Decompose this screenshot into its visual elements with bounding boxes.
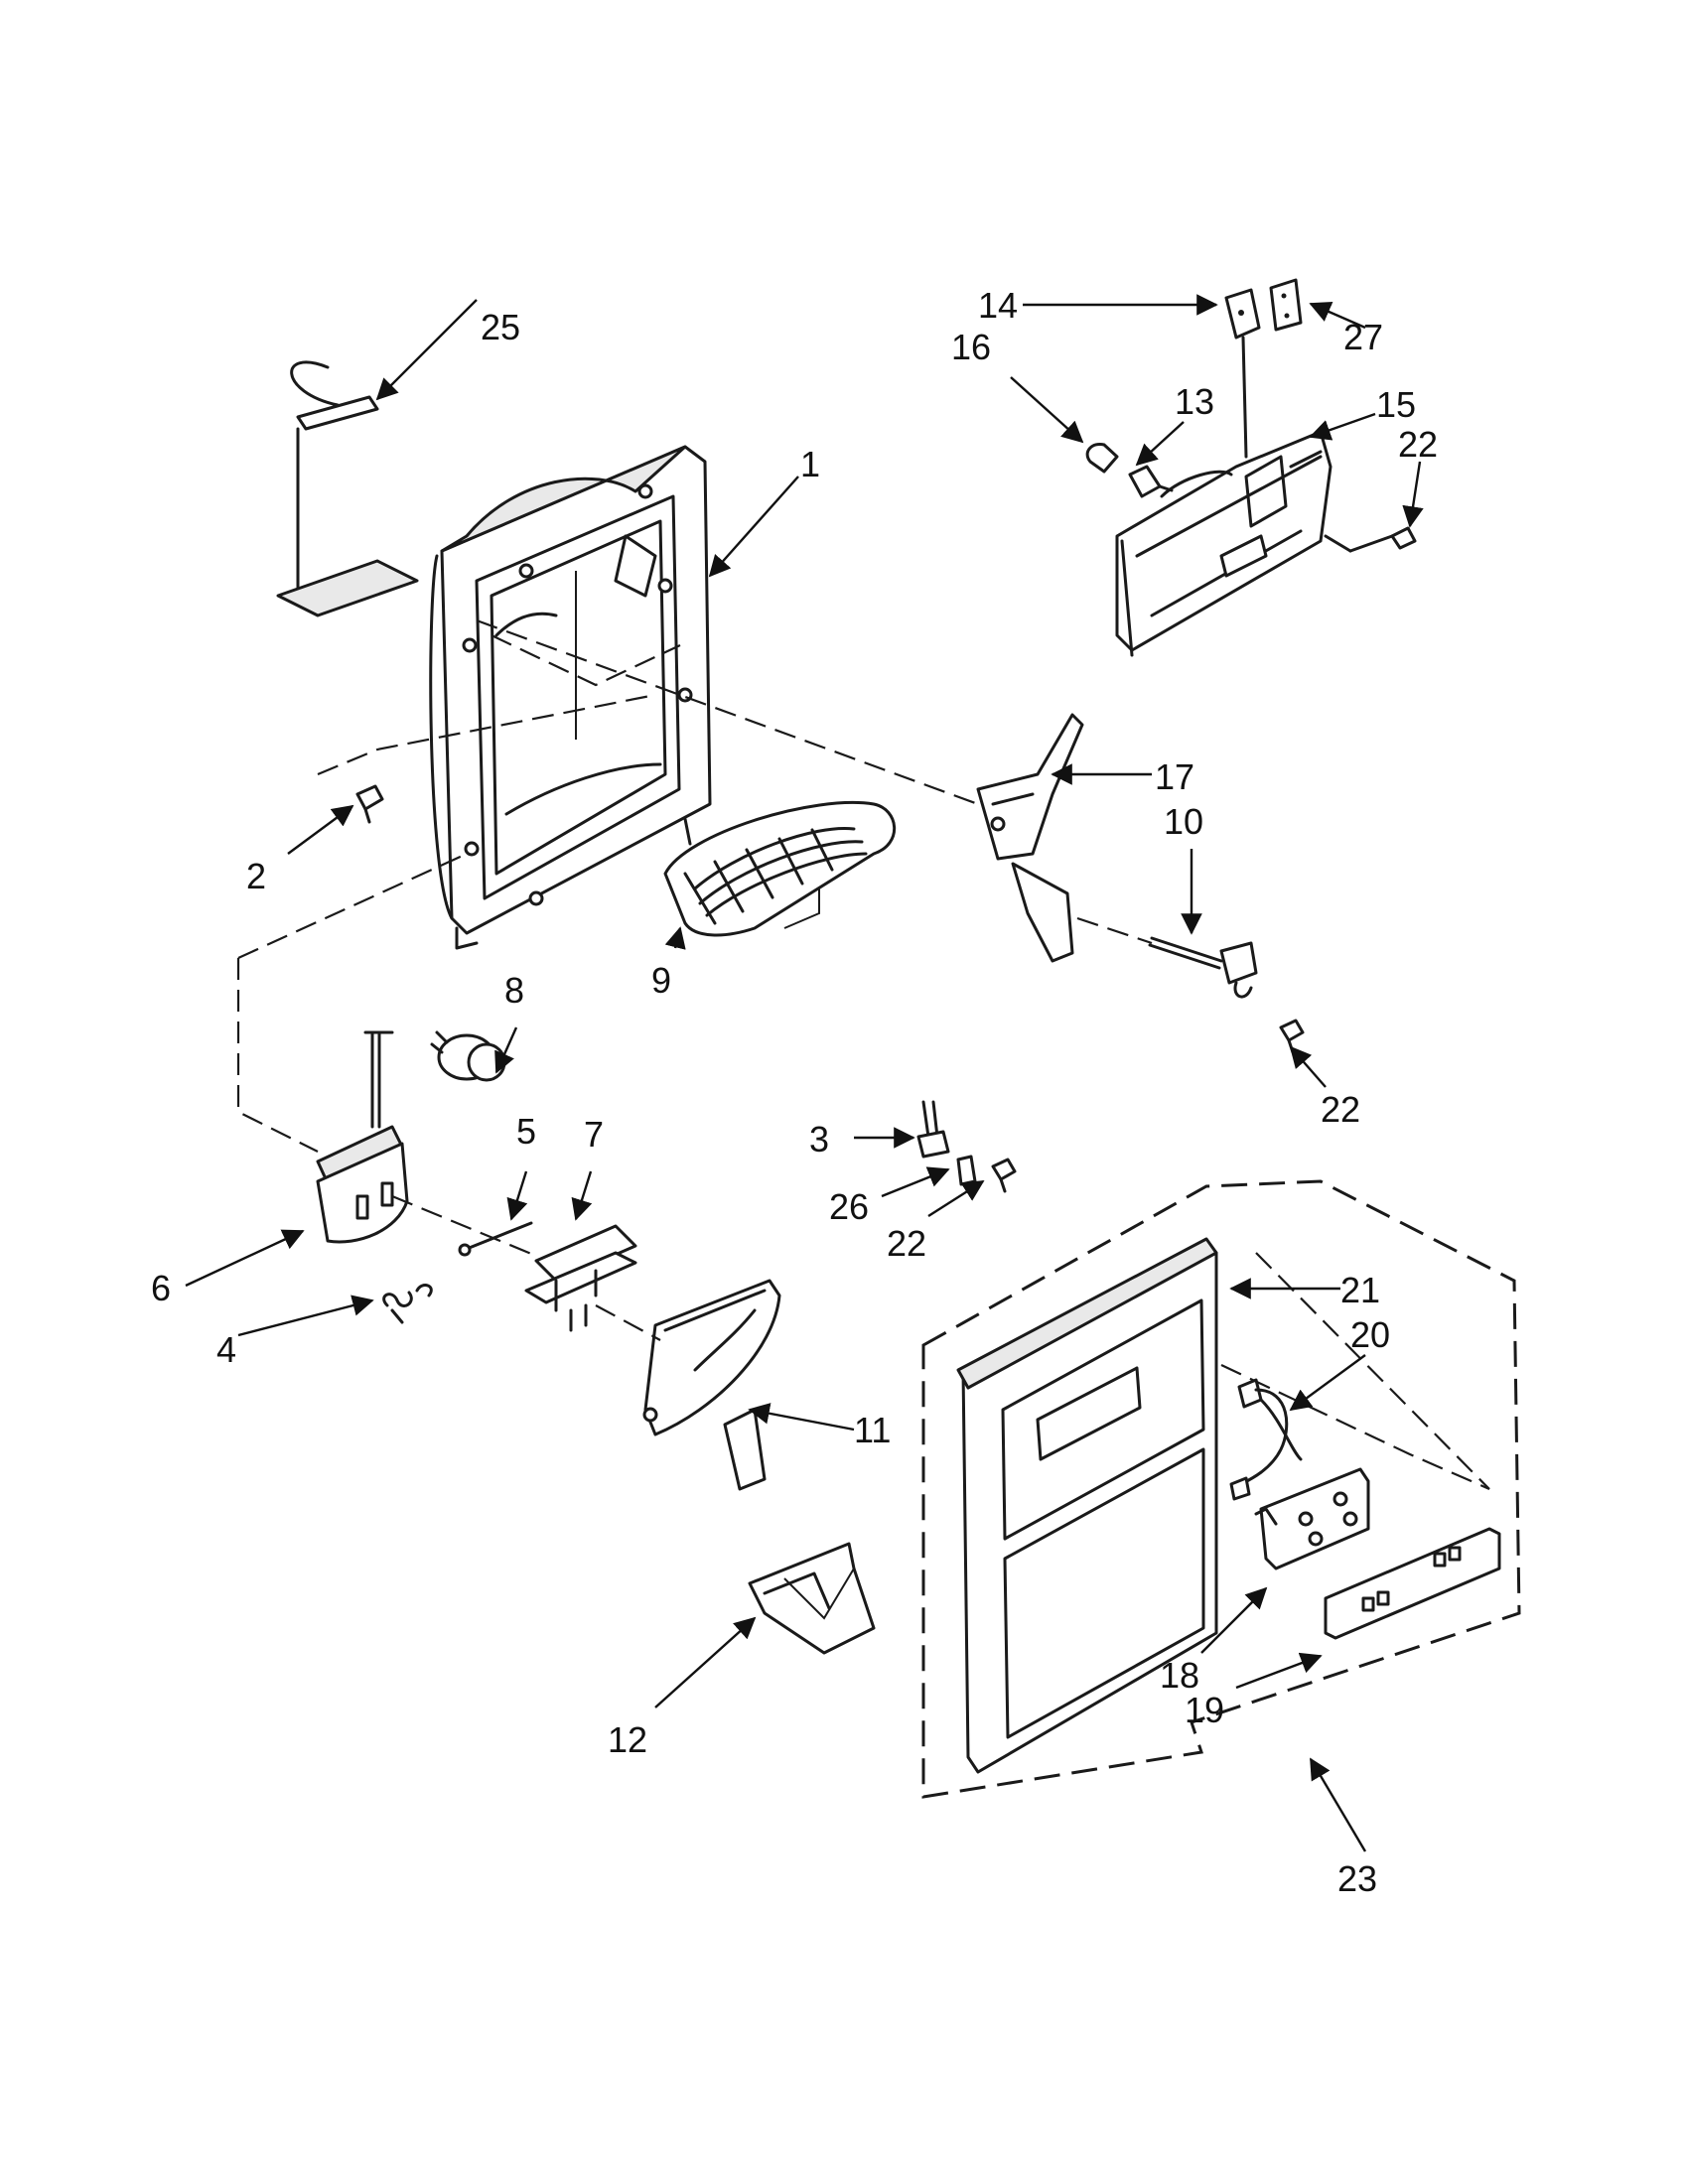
part-9-grille — [663, 800, 897, 937]
callout-22-top: 22 — [1398, 424, 1438, 465]
part-17-lever — [976, 713, 1084, 963]
part-11-actuator-arm — [642, 1279, 781, 1491]
callout-8: 8 — [504, 970, 524, 1011]
part-3-switch — [916, 1100, 950, 1159]
part-19-membrane-decal — [1324, 1527, 1501, 1640]
part-23-dispenser-front-assembly — [921, 1179, 1521, 1799]
callout-4: 4 — [216, 1329, 236, 1370]
part-13-socket — [1128, 465, 1174, 498]
callout-14: 14 — [978, 285, 1018, 326]
callout-17: 17 — [1155, 756, 1194, 797]
part-2-screw — [355, 784, 384, 824]
part-22-screw-a — [991, 1158, 1017, 1193]
part-14-micro-switch — [1224, 288, 1261, 459]
part-27-plate — [1269, 278, 1303, 332]
part-12-drip-tray — [748, 1542, 876, 1655]
part-7-lever-bracket — [524, 1224, 637, 1332]
callout-22-middle: 22 — [887, 1223, 926, 1264]
callout-5: 5 — [516, 1111, 536, 1152]
part-4-spring — [382, 1284, 433, 1324]
part-8-solenoid — [430, 1030, 506, 1082]
part-25-wire-bracket — [276, 360, 419, 617]
callout-3: 3 — [809, 1119, 829, 1160]
leader-lines — [185, 294, 1424, 1852]
callout-27: 27 — [1343, 317, 1383, 357]
part-16-bulb — [1085, 442, 1119, 474]
part-20-wire-harness — [1229, 1378, 1303, 1501]
callout-23: 23 — [1337, 1858, 1377, 1899]
callout-6: 6 — [151, 1268, 171, 1308]
callout-11: 11 — [854, 1410, 891, 1450]
callout-10: 10 — [1164, 801, 1203, 842]
part-22-screw-c — [1348, 526, 1417, 553]
callout-2: 2 — [246, 856, 266, 896]
part-21-front-panel — [956, 1237, 1218, 1774]
part-26-insulator — [956, 1155, 977, 1186]
part-18-control-board — [1254, 1467, 1370, 1570]
part-1-housing-frame — [429, 445, 712, 950]
callout-1: 1 — [800, 444, 820, 484]
callout-15: 15 — [1376, 384, 1416, 425]
callout-12: 12 — [608, 1719, 647, 1760]
callout-22-right: 22 — [1321, 1089, 1360, 1130]
part-6-actuator-box — [316, 1030, 409, 1244]
callout-21: 21 — [1340, 1270, 1380, 1310]
callout-9: 9 — [651, 960, 671, 1001]
part-10-rod — [1148, 936, 1258, 999]
part-15-control-housing — [1115, 430, 1352, 657]
callout-18: 18 — [1160, 1655, 1199, 1696]
part-5-pin — [458, 1221, 533, 1257]
callout-16: 16 — [951, 327, 991, 367]
alignment-lines — [236, 618, 1490, 1491]
callout-26: 26 — [829, 1186, 869, 1227]
callout-19: 19 — [1185, 1690, 1224, 1730]
callout-25: 25 — [481, 307, 520, 347]
callout-13: 13 — [1175, 381, 1214, 422]
callout-labels: 1 2 3 4 5 6 7 8 9 10 11 12 13 14 15 16 1… — [151, 285, 1438, 1899]
callout-7: 7 — [584, 1114, 604, 1155]
callout-20: 20 — [1350, 1314, 1390, 1355]
